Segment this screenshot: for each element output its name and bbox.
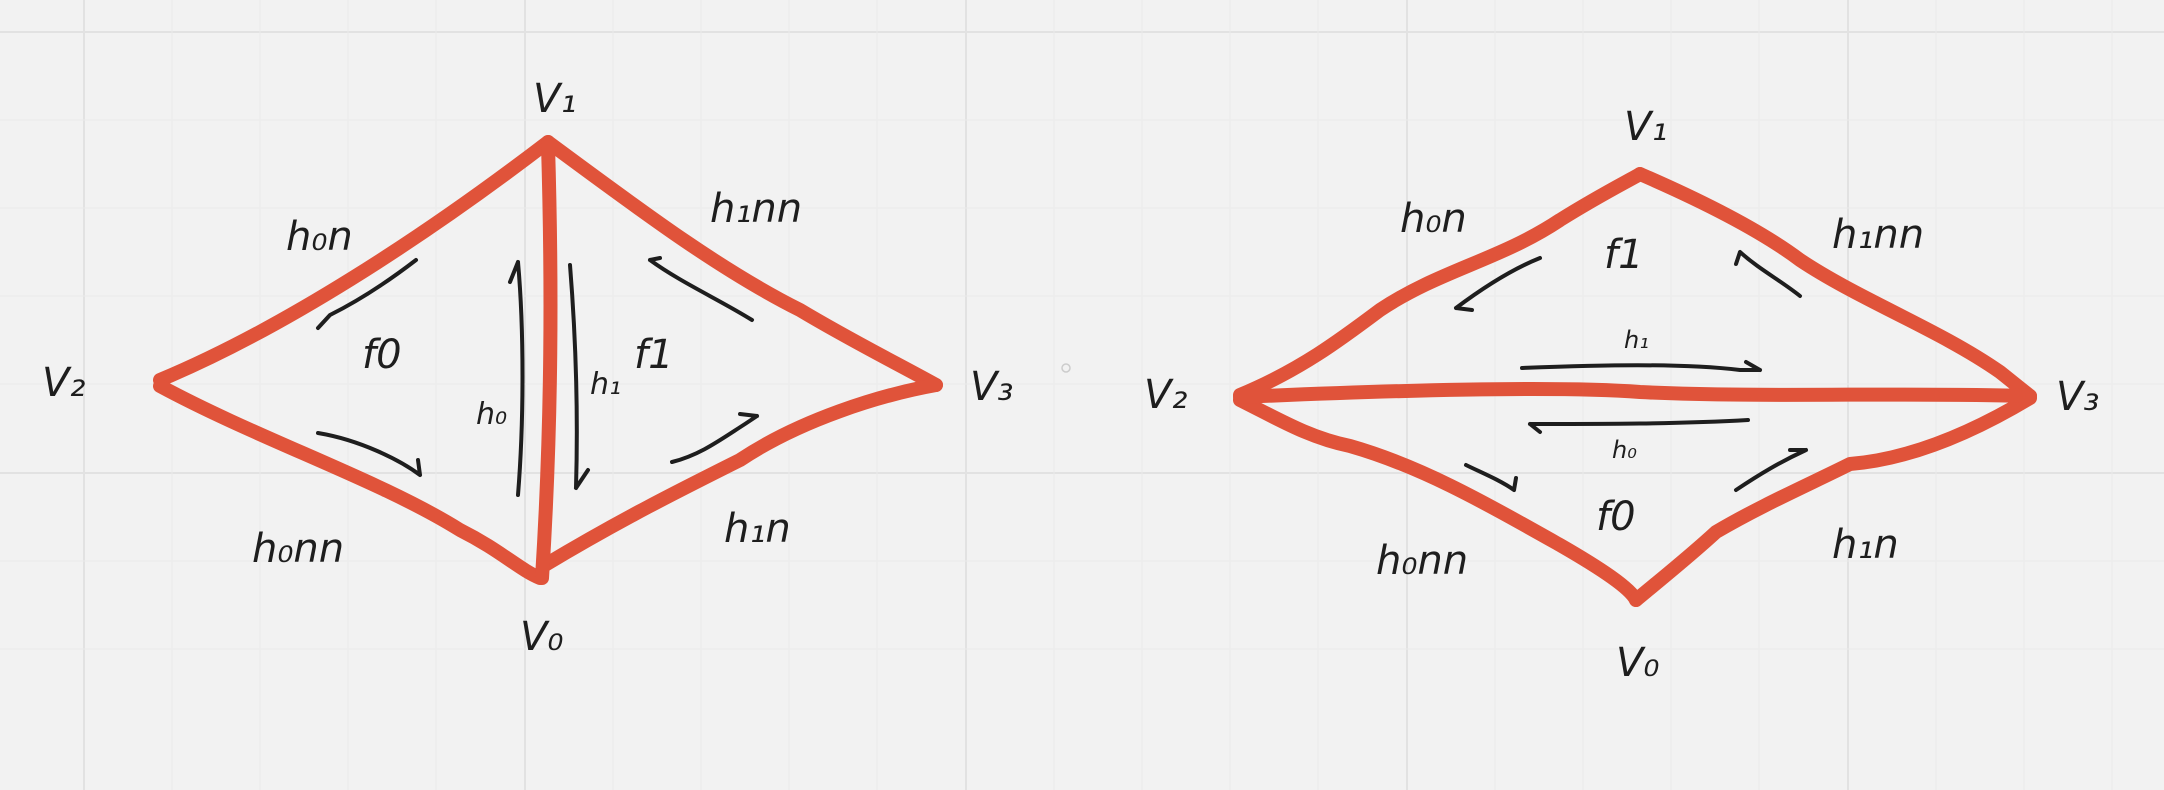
right-arrow-h0nn (1464, 463, 1518, 492)
left-edge-h0nn (153, 379, 547, 585)
canvas-origin-dot (1061, 363, 1071, 373)
left-face-label-f0: f0 (362, 332, 402, 378)
left-arrow-h0 (508, 260, 525, 497)
left-vertex-v3: V₃ (970, 364, 1013, 410)
right-edge-h0n (1233, 167, 1647, 402)
right-arrow-h0n (1454, 256, 1542, 312)
left-edge-h1n (538, 378, 943, 572)
left-arrow-h1 (568, 263, 590, 490)
right-face-label-f1: f1 (1604, 232, 1644, 278)
left-orientation-arrows (316, 256, 759, 497)
right-edge-label-h1n: h₁n (1832, 522, 1899, 568)
left-edge-label-h1nn: h₁nn (710, 186, 802, 232)
right-vertex-v3: V₃ (2056, 374, 2099, 420)
right-vertex-v2: V₂ (1144, 372, 1187, 418)
right-edges (1233, 167, 2037, 607)
left-labels: V₁ V₂ V₃ V₀ h₀n h₀nn h₁nn h₁n h₀ h₁ f0 f… (42, 76, 1013, 660)
left-vertex-v2: V₂ (42, 360, 85, 406)
right-edge-h1nn (1633, 167, 2037, 403)
left-arrow-h0nn (316, 431, 422, 477)
left-vertex-v1: V₁ (533, 76, 576, 122)
right-edge-label-h1nn: h₁nn (1832, 212, 1924, 258)
left-edge-diagonal (535, 138, 558, 585)
right-arrow-h1 (1520, 360, 1762, 372)
left-edge-label-h1n: h₁n (724, 506, 791, 552)
left-edges (153, 135, 943, 585)
left-edge-h0n (153, 135, 555, 387)
right-diagram: V₁ V₂ V₃ V₀ h₀n h₁nn h₀nn h₁n h₁ h₀ f0 f… (1144, 104, 2099, 686)
right-edge-label-h0n: h₀n (1400, 196, 1467, 242)
right-edge-h1n (1629, 391, 2037, 607)
left-face-label-f1: f1 (634, 332, 674, 378)
right-vertex-v0: V₀ (1616, 640, 1659, 686)
right-arrow-h1nn (1734, 250, 1802, 298)
left-edge-label-h0n: h₀n (286, 214, 353, 260)
right-edge-label-h0: h₀ (1612, 436, 1637, 464)
right-orientation-arrows (1454, 250, 1808, 492)
right-labels: V₁ V₂ V₃ V₀ h₀n h₁nn h₀nn h₁n h₁ h₀ f0 f… (1144, 104, 2099, 686)
right-face-label-f0: f0 (1596, 494, 1636, 540)
left-edge-label-h0: h₀ (476, 397, 507, 432)
left-arrow-h1n (670, 412, 759, 464)
right-edge-label-h1: h₁ (1624, 326, 1649, 354)
right-arrow-h1n (1734, 448, 1808, 492)
right-edge-h0nn (1233, 393, 1643, 607)
right-vertex-v1: V₁ (1624, 104, 1667, 150)
right-arrow-h0 (1528, 418, 1750, 434)
left-arrow-h0n (316, 258, 418, 330)
left-edge-label-h0nn: h₀nn (252, 526, 344, 572)
right-edge-label-h0nn: h₀nn (1376, 538, 1468, 584)
left-diagram: V₁ V₂ V₃ V₀ h₀n h₀nn h₁nn h₁n h₀ h₁ f0 f… (42, 76, 1013, 660)
left-edge-label-h1: h₁ (590, 367, 621, 402)
right-edge-diagonal (1233, 382, 2037, 404)
left-edge-h1nn (541, 135, 943, 392)
left-arrow-h1nn (648, 256, 754, 322)
left-vertex-v0: V₀ (520, 614, 563, 660)
